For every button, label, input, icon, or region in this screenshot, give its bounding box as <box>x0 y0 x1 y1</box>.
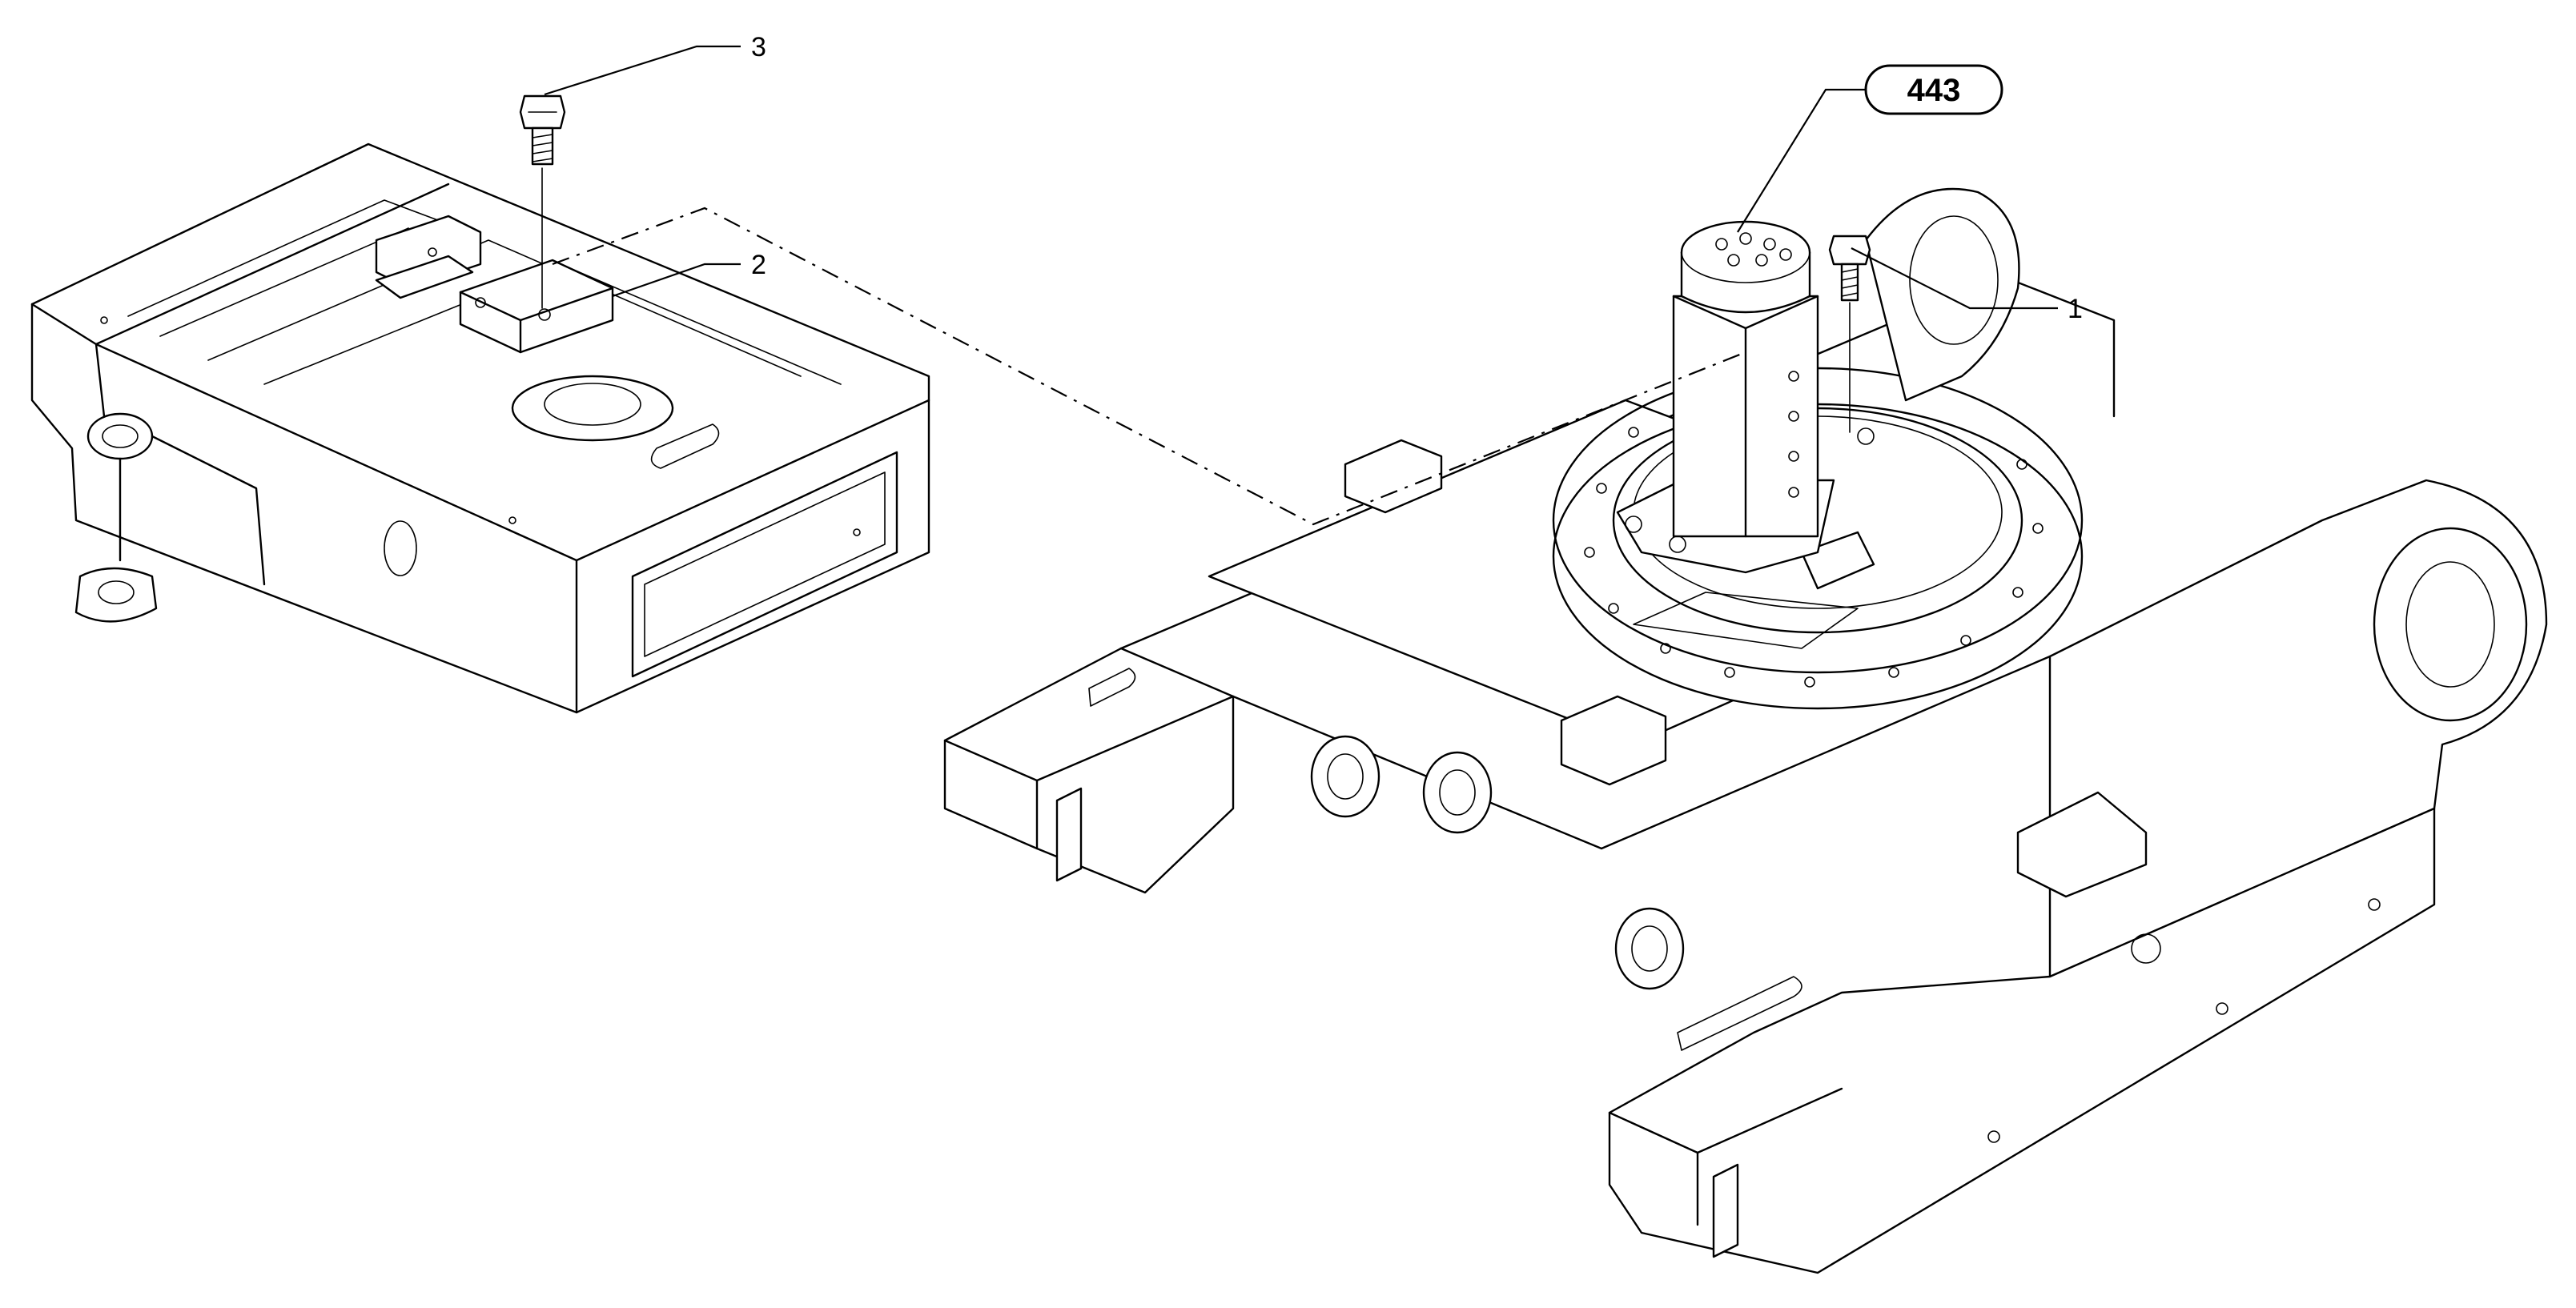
callout-leader-1 <box>1851 247 2058 310</box>
callout-label-2: 2 <box>751 250 766 280</box>
callout-leader-443 <box>1737 88 1866 233</box>
left-frame-detail <box>30 94 930 714</box>
assembly-dash-line <box>552 207 1746 526</box>
callout-leader-3 <box>544 45 741 96</box>
group-badge-label: 443 <box>1907 73 1961 108</box>
swivel-joint <box>1616 220 1875 574</box>
callout-label-1: 1 <box>2068 294 2083 324</box>
callouts: 3 2 1 443 <box>544 32 2083 324</box>
bolt-item-1 <box>1828 235 1871 433</box>
callout-label-3: 3 <box>751 32 766 62</box>
ring-bolt-holes <box>1584 427 2044 688</box>
main-undercarriage-view <box>943 187 2548 1274</box>
callout-leader-2 <box>612 263 741 298</box>
group-badge-frame <box>1864 64 2003 115</box>
